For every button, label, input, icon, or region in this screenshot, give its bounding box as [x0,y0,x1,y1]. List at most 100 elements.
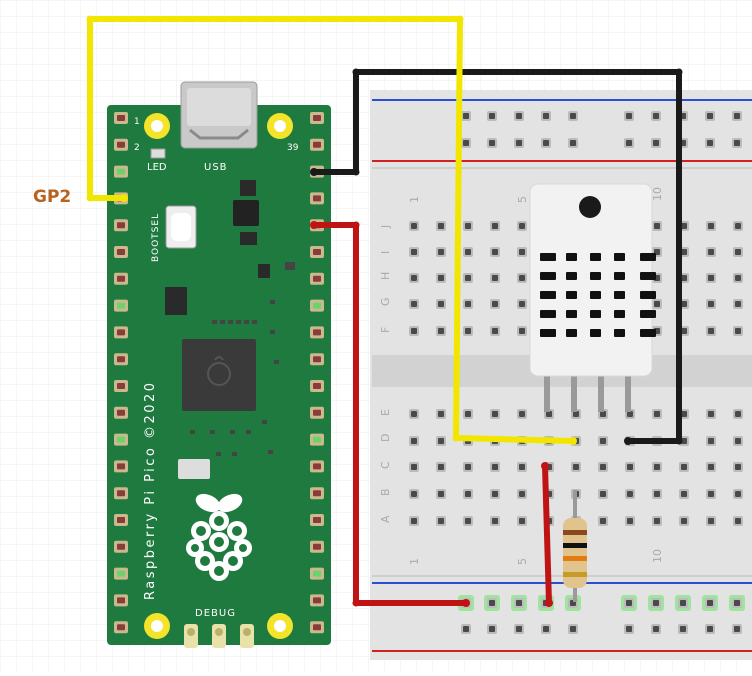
pico-pin [114,406,128,419]
grille-slot [566,272,577,280]
breadboard-hole [625,462,635,472]
row-label-j: J [379,225,392,229]
grille-slot [640,329,656,337]
breadboard-hole [733,462,743,472]
pico-pin [114,487,128,500]
breadboard-hole [706,221,716,231]
resistor-band-4 [563,572,587,577]
breadboard-hole [463,516,473,526]
col-label-1-bottom: 1 [408,558,421,565]
bootsel-label: BOOTSEL [151,213,161,262]
breadboard-hole [652,516,662,526]
grille-slot [566,291,577,299]
breadboard-hole [409,436,419,446]
pin-39-label: 39 [287,143,299,153]
breadboard-hole [729,595,745,611]
smd-passive [246,430,251,434]
pico-pin [310,567,324,580]
breadboard-hole [436,409,446,419]
breadboard-hole [461,138,471,148]
breadboard-hole [732,624,742,634]
breadboard-hole [461,111,471,121]
pico-pin [310,326,324,339]
breadboard-hole [463,489,473,499]
breadboard-hole [706,462,716,472]
breadboard-hole [517,221,527,231]
grille-slot [614,291,625,299]
breadboard-hole [706,326,716,336]
breadboard-hole [733,489,743,499]
bootsel-button[interactable] [165,205,197,249]
breadboard-hole [568,111,578,121]
breadboard-hole [463,299,473,309]
breadboard-hole [652,489,662,499]
pico-pin [114,326,128,339]
breadboard-hole [436,273,446,283]
breadboard-hole [598,462,608,472]
grille-slot [566,310,577,318]
breadboard-hole [517,462,527,472]
breadboard-hole [679,516,689,526]
usb-label: USB [204,162,228,173]
raspberry-logo [186,493,252,581]
pico-pin [114,272,128,285]
pico-pin [114,138,128,151]
usb-connector [180,81,258,149]
pico-pin [310,594,324,607]
smd-passive [270,330,275,334]
led-label: LED [147,162,167,173]
resistor-band-1 [563,530,587,535]
wire-endpoints [86,15,683,607]
pico-pin [114,621,128,634]
breadboard-hole [487,111,497,121]
col-label-10-bottom: 10 [651,549,664,563]
smd-component [258,264,270,278]
breadboard-hole [463,221,473,231]
status-led [150,148,166,159]
breadboard-hole [706,409,716,419]
pico-board: LED USB 1 2 39 BOOTSEL [107,81,331,648]
resistor-band-3 [563,556,587,561]
breadboard-hole [514,624,524,634]
breadboard-hole [705,624,715,634]
breadboard-hole [490,299,500,309]
breadboard-hole [732,138,742,148]
debug-label: DEBUG [195,608,236,619]
breadboard-hole [675,595,691,611]
smd-component [285,262,295,270]
pico-pin [310,192,324,205]
breadboard-hole [490,221,500,231]
smd-passive [270,300,275,304]
breadboard-hole [490,516,500,526]
breadboard-hole [463,462,473,472]
breadboard-hole [517,299,527,309]
smd-passive [212,320,217,324]
breadboard-hole [436,247,446,257]
breadboard-hole [409,299,419,309]
breadboard-hole [568,138,578,148]
black-wire [311,69,682,444]
breadboard-hole [490,489,500,499]
breadboard-hole [517,326,527,336]
sensor-mount-hole [579,196,601,218]
breadboard-hole [409,221,419,231]
breadboard-hole [409,516,419,526]
grille-slot [566,253,577,261]
breadboard-hole [490,273,500,283]
col-label-1-top: 1 [408,196,421,203]
breadboard-hole [463,273,473,283]
red-wire [311,222,469,606]
pico-pin [310,621,324,634]
grille-slot [590,310,601,318]
breadboard-hole [463,326,473,336]
breadboard-hole [487,624,497,634]
breadboard-hole [625,489,635,499]
pin-1-label: 1 [134,117,140,127]
flash-chip [165,287,187,315]
smd-passive [228,320,233,324]
breadboard-hole [463,409,473,419]
breadboard-hole [706,247,716,257]
breadboard-hole [571,462,581,472]
pico-pin [114,540,128,553]
